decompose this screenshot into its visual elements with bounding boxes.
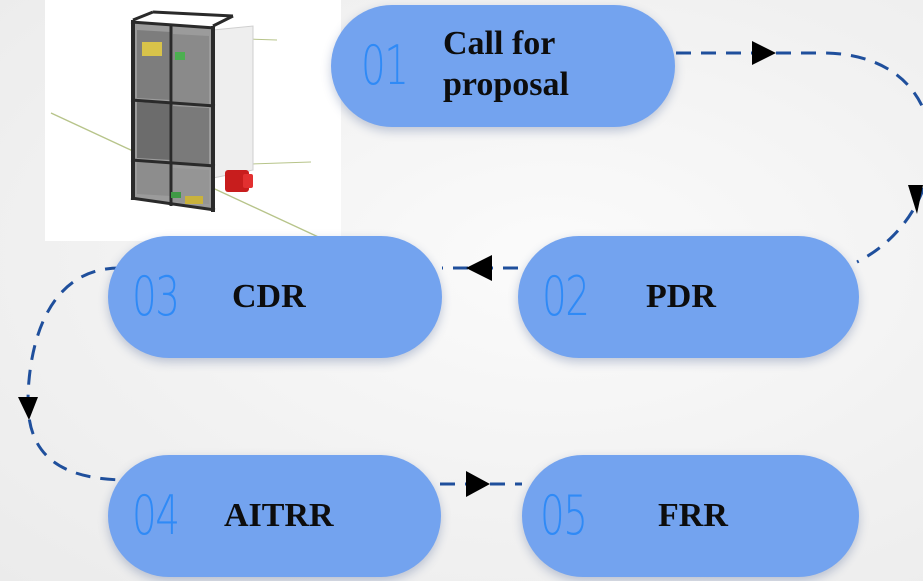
- step-cdr: 03 CDR: [108, 236, 442, 358]
- step-number: 02: [542, 265, 590, 328]
- step-pdr: 02 PDR: [518, 236, 859, 358]
- step-label: CDR: [232, 277, 306, 315]
- step-label: PDR: [646, 277, 716, 315]
- step-aitrr: 04 AITRR: [108, 455, 441, 577]
- step-label: AITRR: [224, 496, 334, 534]
- step-frr: 05 FRR: [522, 455, 859, 577]
- arrowhead-icon: [466, 255, 492, 281]
- step-label: FRR: [658, 496, 728, 534]
- arrowhead-icon: [466, 471, 490, 497]
- step-label-line-1: Call for: [443, 25, 556, 63]
- step-number: 05: [540, 484, 588, 547]
- step-number: 04: [132, 484, 180, 547]
- arrowhead-icon: [18, 397, 38, 420]
- arrowhead-icon: [908, 185, 923, 214]
- step-number: 03: [132, 265, 180, 328]
- arrowhead-icon: [752, 41, 776, 65]
- step-number: 01: [361, 34, 409, 97]
- step-label-line-2: proposal: [443, 66, 569, 103]
- step-label: Call for proposal: [443, 24, 569, 106]
- connector-01-to-02: [676, 51, 923, 264]
- step-call-for-proposal: 01 Call for proposal: [331, 5, 675, 127]
- satellite-image: [45, 0, 341, 241]
